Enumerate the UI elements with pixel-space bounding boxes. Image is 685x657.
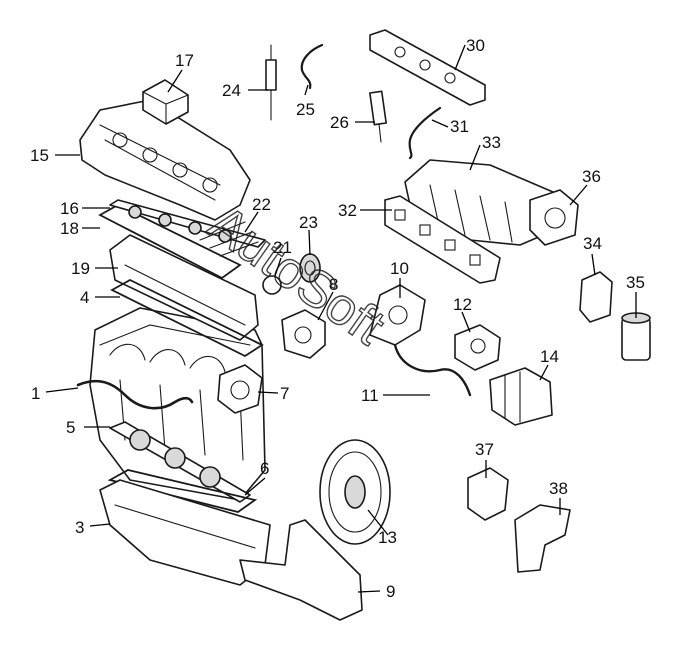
cover-gasket-drawing [98,203,242,280]
callout-1: 1 [31,384,40,403]
cylinder-head-drawing [109,234,259,341]
fuel-rail-drawing [369,29,486,106]
callout-labels: 17 24 25 26 30 31 33 32 36 34 35 15 16 1… [30,36,645,601]
callout-32: 32 [338,201,357,220]
throttle-body-drawing [529,189,579,246]
callout-15: 15 [30,146,49,165]
callout-4: 4 [80,288,89,307]
camshaft-drawing [109,199,266,248]
callout-23: 23 [299,213,318,232]
starter-motor-drawing [489,367,553,426]
injector-drawing [369,90,387,143]
cylinder-head-cover-drawing [79,99,251,221]
mount-bracket-drawing [514,504,571,573]
flywheel-drawing [319,439,391,545]
water-pump-drawing [281,309,326,359]
crankshaft-drawing [109,421,251,503]
subframe-bracket-drawing [239,519,363,621]
oil-filter-drawing [621,312,651,361]
callout-9: 9 [386,582,395,601]
callout-12: 12 [453,295,472,314]
callout-3: 3 [75,518,84,537]
sensor-drawing [142,79,189,125]
callout-33: 33 [482,133,501,152]
leader-lines [45,44,637,593]
callout-18: 18 [60,219,79,238]
callout-8: 8 [329,275,338,294]
callout-26: 26 [330,113,349,132]
solenoid-valve-drawing [579,271,613,323]
callout-31: 31 [450,117,469,136]
hose-drawing [393,343,472,397]
camshaft-seal-drawing [262,275,282,295]
callout-22: 22 [252,195,271,214]
callout-24: 24 [222,81,241,100]
coolant-pipe-drawing [76,379,194,410]
callout-35: 35 [626,273,645,292]
callout-7: 7 [280,384,289,403]
callout-17: 17 [175,51,194,70]
fuel-line-drawing [300,43,324,90]
callout-21: 21 [273,238,292,257]
callout-11: 11 [361,386,379,405]
callout-13: 13 [378,528,397,547]
manifold-gasket-drawing [384,195,501,284]
callout-25: 25 [296,100,315,119]
engine-mount-drawing [467,467,509,521]
callout-5: 5 [66,418,75,437]
return-line-drawing [408,106,442,160]
callout-36: 36 [582,167,601,186]
glow-plug-drawing [265,44,277,121]
rocker-arms-drawing [199,221,259,257]
oil-pump-drawing [217,364,263,414]
callout-10: 10 [390,259,409,278]
callout-38: 38 [549,479,568,498]
sump-gasket-drawing [107,469,258,513]
callout-34: 34 [583,234,602,253]
callout-16: 16 [60,199,79,218]
head-gasket-drawing [110,278,264,358]
callout-6: 6 [260,459,269,478]
callout-19: 19 [71,259,90,278]
callout-14: 14 [540,347,559,366]
callout-37: 37 [475,440,494,459]
callout-30: 30 [466,36,485,55]
egr-valve-drawing [454,324,501,371]
